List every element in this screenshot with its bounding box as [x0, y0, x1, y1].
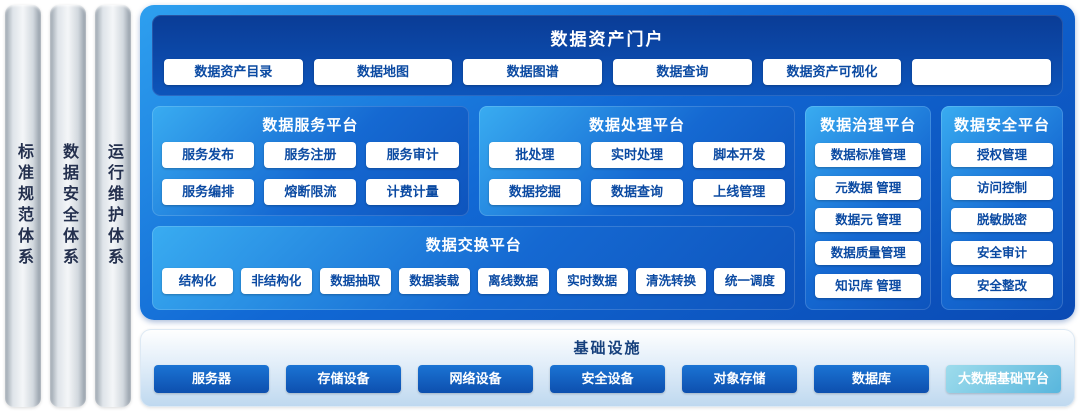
btn-unstructured: 非结构化	[240, 267, 312, 294]
governance-platform-title: 数据治理平台	[820, 117, 917, 134]
service-platform-buttons: 服务发布 服务注册 服务审计 服务编排 熔断限流 计费计量	[162, 141, 459, 206]
btn-service-orchestration: 服务编排	[162, 178, 255, 205]
btn-bigdata-base-platform: 大数据基础平台	[946, 365, 1061, 393]
processing-platform-title: 数据处理平台	[589, 117, 686, 134]
btn-data-mining: 数据挖掘	[488, 178, 581, 205]
pillar-standards-label: 标准规范体系	[15, 143, 32, 269]
btn-network-device: 网络设备	[418, 365, 533, 393]
service-platform-title: 数据服务平台	[262, 117, 359, 134]
btn-script-dev: 脚本开发	[693, 142, 786, 169]
btn-realtime-data: 实时数据	[556, 267, 628, 294]
btn-realtime-processing: 实时处理	[590, 142, 684, 169]
btn-cleaning-transform: 清洗转换	[635, 267, 707, 294]
portal-btn-data-graph: 数据图谱	[463, 59, 603, 85]
data-exchange-platform: 数据交换平台 结构化 非结构化 数据抽取 数据装载 离线数据 实时数据 清洗转换…	[152, 226, 796, 310]
data-service-platform: 数据服务平台 服务发布 服务注册 服务审计 服务编排 熔断限流 计费计量	[152, 106, 469, 217]
btn-knowledge-base-mgmt: 知识库 管理	[815, 274, 922, 299]
exchange-platform-title: 数据交换平台	[425, 237, 522, 255]
infrastructure-title: 基础设施	[573, 340, 642, 357]
pillar-operations: 运行维护体系	[95, 5, 131, 407]
btn-security-audit: 安全审计	[951, 241, 1053, 266]
exchange-platform-buttons: 结构化 非结构化 数据抽取 数据装载 离线数据 实时数据 清洗转换 统一调度	[162, 261, 786, 300]
btn-circuit-rate-limit: 熔断限流	[264, 178, 357, 205]
platform-frame: 数据资产门户 数据资产目录 数据地图 数据图谱 数据查询 数据资产可视化 数据服…	[140, 5, 1075, 320]
btn-desensitization: 脱敏脱密	[951, 208, 1053, 233]
data-processing-platform: 数据处理平台 批处理 实时处理 脚本开发 数据挖掘 数据查询 上线管理	[478, 106, 796, 217]
btn-service-audit: 服务审计	[366, 142, 459, 169]
btn-billing-metering: 计费计量	[366, 178, 459, 205]
pillar-standards: 标准规范体系	[5, 5, 41, 407]
btn-metadata-mgmt: 元数据 管理	[815, 175, 922, 200]
btn-launch-management: 上线管理	[693, 178, 786, 205]
portal-button-row: 数据资产目录 数据地图 数据图谱 数据查询 数据资产可视化	[164, 59, 1052, 85]
portal-btn-data-query: 数据查询	[613, 59, 752, 85]
data-asset-portal: 数据资产门户 数据资产目录 数据地图 数据图谱 数据查询 数据资产可视化	[152, 15, 1063, 96]
platform-grid: 数据服务平台 服务发布 服务注册 服务审计 服务编排 熔断限流 计费计量 数据处…	[152, 106, 1063, 310]
btn-data-extraction: 数据抽取	[319, 267, 391, 294]
btn-access-control: 访问控制	[951, 175, 1053, 200]
btn-database: 数据库	[814, 365, 929, 393]
main-column: 数据资产门户 数据资产目录 数据地图 数据图谱 数据查询 数据资产可视化 数据服…	[140, 5, 1075, 407]
btn-data-query: 数据查询	[590, 178, 684, 205]
security-platform-title: 数据安全平台	[954, 117, 1051, 134]
portal-btn-asset-catalog: 数据资产目录	[164, 59, 303, 85]
pillar-data-security: 数据安全体系	[50, 5, 86, 407]
btn-server: 服务器	[154, 365, 269, 393]
btn-security-rectification: 安全整改	[951, 274, 1053, 299]
btn-service-publish: 服务发布	[162, 142, 255, 169]
infrastructure-section: 基础设施 服务器 存储设备 网络设备 安全设备 对象存储 数据库 大数据基础平台	[140, 329, 1075, 407]
btn-authorization-mgmt: 授权管理	[951, 142, 1053, 167]
btn-batch-processing: 批处理	[488, 142, 581, 169]
btn-unified-scheduling: 统一调度	[714, 267, 786, 294]
btn-data-standard-mgmt: 数据标准管理	[815, 142, 922, 167]
pillar-data-security-label: 数据安全体系	[60, 143, 77, 269]
pillar-group: 标准规范体系 数据安全体系 运行维护体系	[5, 5, 131, 407]
security-platform-buttons: 授权管理 访问控制 脱敏脱密 安全审计 安全整改	[951, 141, 1053, 300]
btn-structured: 结构化	[162, 267, 233, 294]
btn-offline-data: 离线数据	[477, 267, 549, 294]
btn-data-loading: 数据装载	[398, 267, 470, 294]
governance-platform-buttons: 数据标准管理 元数据 管理 数据元 管理 数据质量管理 知识库 管理	[815, 141, 922, 300]
portal-title: 数据资产门户	[550, 30, 665, 49]
portal-btn-asset-visualization: 数据资产可视化	[762, 59, 902, 85]
portal-btn-data-map: 数据地图	[313, 59, 453, 85]
data-governance-platform: 数据治理平台 数据标准管理 元数据 管理 数据元 管理 数据质量管理 知识库 管…	[805, 106, 932, 310]
btn-data-quality-mgmt: 数据质量管理	[815, 241, 922, 266]
data-security-platform: 数据安全平台 授权管理 访问控制 脱敏脱密 安全审计 安全整改	[941, 106, 1063, 310]
btn-object-storage: 对象存储	[682, 365, 797, 393]
pillar-operations-label: 运行维护体系	[105, 143, 122, 269]
btn-security-device: 安全设备	[550, 365, 665, 393]
infrastructure-buttons: 服务器 存储设备 网络设备 安全设备 对象存储 数据库 大数据基础平台	[154, 365, 1061, 397]
btn-data-element-mgmt: 数据元 管理	[815, 208, 922, 233]
portal-btn-empty-slot	[912, 59, 1052, 85]
processing-platform-buttons: 批处理 实时处理 脚本开发 数据挖掘 数据查询 上线管理	[488, 141, 786, 206]
btn-storage-device: 存储设备	[286, 365, 401, 393]
btn-service-register: 服务注册	[264, 142, 357, 169]
